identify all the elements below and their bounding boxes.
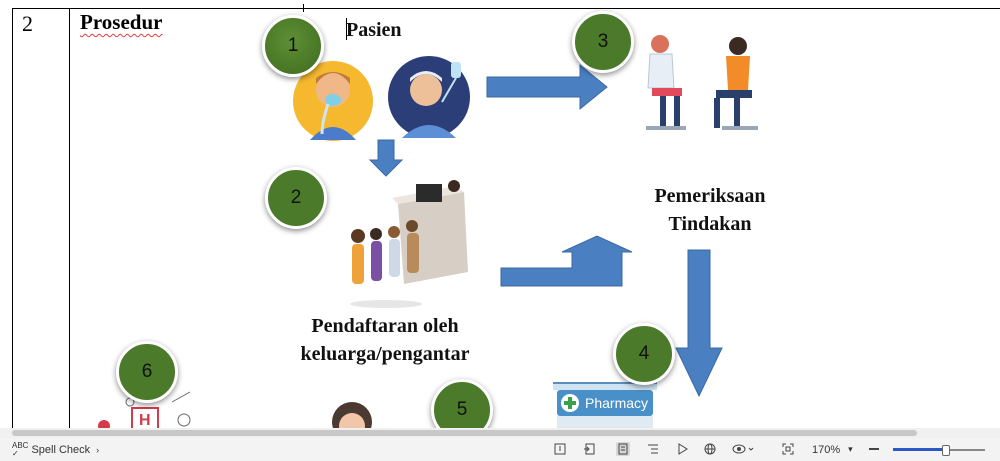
print-layout-icon[interactable] xyxy=(616,442,630,456)
zoom-out-icon[interactable] xyxy=(867,442,881,456)
pharmacy-sign: Pharmacy xyxy=(557,390,653,416)
registration-label-line2: keluarga/pengantar xyxy=(300,343,470,365)
chevron-right-icon: › xyxy=(96,444,100,455)
present-icon[interactable] xyxy=(675,442,689,456)
doctor-exam-illustration xyxy=(646,35,758,130)
table-column-divider xyxy=(69,8,70,428)
spell-check-label: Spell Check xyxy=(31,443,91,456)
horizontal-scrollbar[interactable] xyxy=(0,428,1000,438)
web-layout-icon[interactable] xyxy=(703,442,717,456)
step-badge-1[interactable]: 1 xyxy=(262,15,324,77)
focus-icon[interactable] xyxy=(553,442,567,456)
status-bar: ABC✓ Spell Check › 170% ▾ xyxy=(0,438,1000,461)
row-number: 2 xyxy=(22,11,33,36)
step-badge-5[interactable]: 5 xyxy=(431,379,493,428)
pharmacist-illustration xyxy=(332,402,372,428)
text-cursor xyxy=(346,18,347,40)
registration-illustration xyxy=(350,180,468,308)
document-canvas[interactable]: 2 Prosedur Pasien Pendaftaran oleh kelua… xyxy=(0,0,1000,428)
hospital-sketch-illustration: H xyxy=(98,391,191,428)
patient-label: Pasien xyxy=(346,19,402,41)
immersive-reader-icon[interactable] xyxy=(583,442,597,456)
table-top-border xyxy=(12,8,1000,9)
section-heading: Prosedur xyxy=(80,10,163,34)
scrollbar-thumb[interactable] xyxy=(12,430,917,436)
zoom-slider-fill xyxy=(893,448,945,451)
pharmacy-sign-text: Pharmacy xyxy=(585,395,649,411)
zoom-dropdown-icon: ▾ xyxy=(848,444,853,454)
spell-check-button[interactable]: ABC✓ Spell Check › xyxy=(12,438,99,461)
arrow-registration-to-exam xyxy=(500,235,633,287)
flow-arrows xyxy=(368,63,723,398)
arrow-patient-to-registration xyxy=(368,139,404,177)
registration-label: Pendaftaran oleh keluarga/pengantar xyxy=(280,312,490,368)
medical-cross-icon xyxy=(561,394,579,412)
table-cell-marker xyxy=(303,4,304,12)
zoom-level-label: 170% xyxy=(812,443,841,456)
pharmacy-illustration: Pharmacy xyxy=(553,382,657,428)
step-badge-6[interactable]: 6 xyxy=(116,341,178,403)
step-badge-2[interactable]: 2 xyxy=(265,167,327,229)
examination-label-line2: Tindakan xyxy=(668,213,752,235)
fit-page-icon[interactable] xyxy=(781,442,795,456)
svg-text:H: H xyxy=(139,412,151,428)
step-badge-4[interactable]: 4 xyxy=(613,323,675,385)
table-left-border xyxy=(12,8,13,428)
registration-label-line1: Pendaftaran oleh xyxy=(311,315,459,337)
arrow-exam-to-pharmacy xyxy=(675,249,723,398)
examination-label: Pemeriksaan Tindakan xyxy=(620,182,800,238)
view-eye-icon[interactable] xyxy=(731,442,757,456)
arrow-patient-to-exam xyxy=(486,63,608,111)
zoom-slider-thumb[interactable] xyxy=(941,445,950,456)
spell-check-icon: ABC✓ xyxy=(12,440,29,458)
outline-icon[interactable] xyxy=(646,442,660,456)
zoom-level-button[interactable]: 170% ▾ xyxy=(812,438,853,461)
step-badge-3[interactable]: 3 xyxy=(572,11,634,73)
examination-label-line1: Pemeriksaan xyxy=(654,185,766,207)
patient-illustration xyxy=(293,56,470,141)
